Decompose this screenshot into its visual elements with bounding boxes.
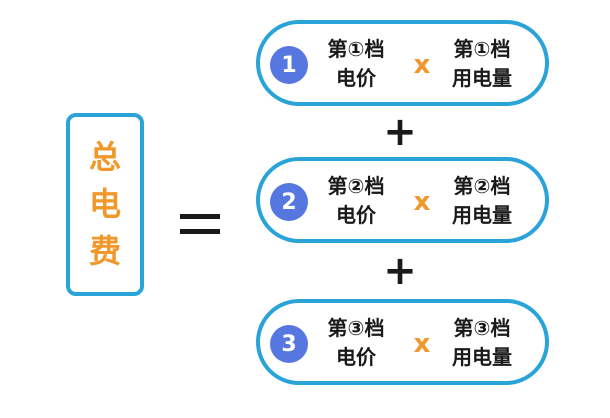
tier-3-usage-line-2: 用电量 — [452, 345, 512, 369]
tier-2-price-line-1: 第②档 — [327, 174, 385, 198]
tier-2-price-line-2: 电价 — [336, 203, 376, 227]
tier-2-usage-label: 第②档 用电量 — [442, 172, 522, 230]
tier-2-box: 2 第②档 电价 x 第②档 用电量 — [256, 157, 549, 243]
tier-2-usage-line-2: 用电量 — [452, 203, 512, 227]
equals-bar-top — [180, 214, 220, 219]
tier-3-multiply-sign: x — [413, 329, 431, 359]
tier-3-box: 3 第③档 电价 x 第③档 用电量 — [256, 299, 549, 385]
tier-1-usage-line-2: 用电量 — [452, 66, 512, 90]
tier-3-usage-line-1: 第③档 — [453, 316, 511, 340]
total-char: 电 — [88, 185, 121, 223]
tier-3-price-line-2: 电价 — [336, 345, 376, 369]
total-char: 费 — [88, 232, 121, 270]
total-char: 总 — [88, 138, 121, 176]
equals-sign — [180, 214, 220, 238]
tier-2-multiply-sign: x — [413, 187, 431, 217]
tier-2-price-label: 第②档 电价 — [316, 172, 396, 230]
tier-1-badge: 1 — [270, 46, 308, 84]
tier-2-usage-line-1: 第②档 — [453, 174, 511, 198]
total-cost-box: 总 电 费 — [66, 113, 144, 296]
tier-1-box: 1 第①档 电价 x 第①档 用电量 — [256, 20, 549, 106]
tier-3-usage-label: 第③档 用电量 — [442, 314, 522, 372]
tier-1-multiply-sign: x — [413, 50, 431, 80]
tier-3-price-line-1: 第③档 — [327, 316, 385, 340]
plus-sign: + — [383, 248, 417, 294]
tier-1-usage-line-1: 第①档 — [453, 37, 511, 61]
tier-3-badge: 3 — [270, 325, 308, 363]
tier-1-usage-label: 第①档 用电量 — [442, 35, 522, 93]
tier-3-price-label: 第③档 电价 — [316, 314, 396, 372]
tier-1-price-label: 第①档 电价 — [316, 35, 396, 93]
plus-sign: + — [383, 109, 417, 155]
tier-1-price-line-1: 第①档 — [327, 37, 385, 61]
tier-2-badge: 2 — [270, 183, 308, 221]
tier-1-price-line-2: 电价 — [336, 66, 376, 90]
equals-bar-bottom — [180, 229, 220, 234]
